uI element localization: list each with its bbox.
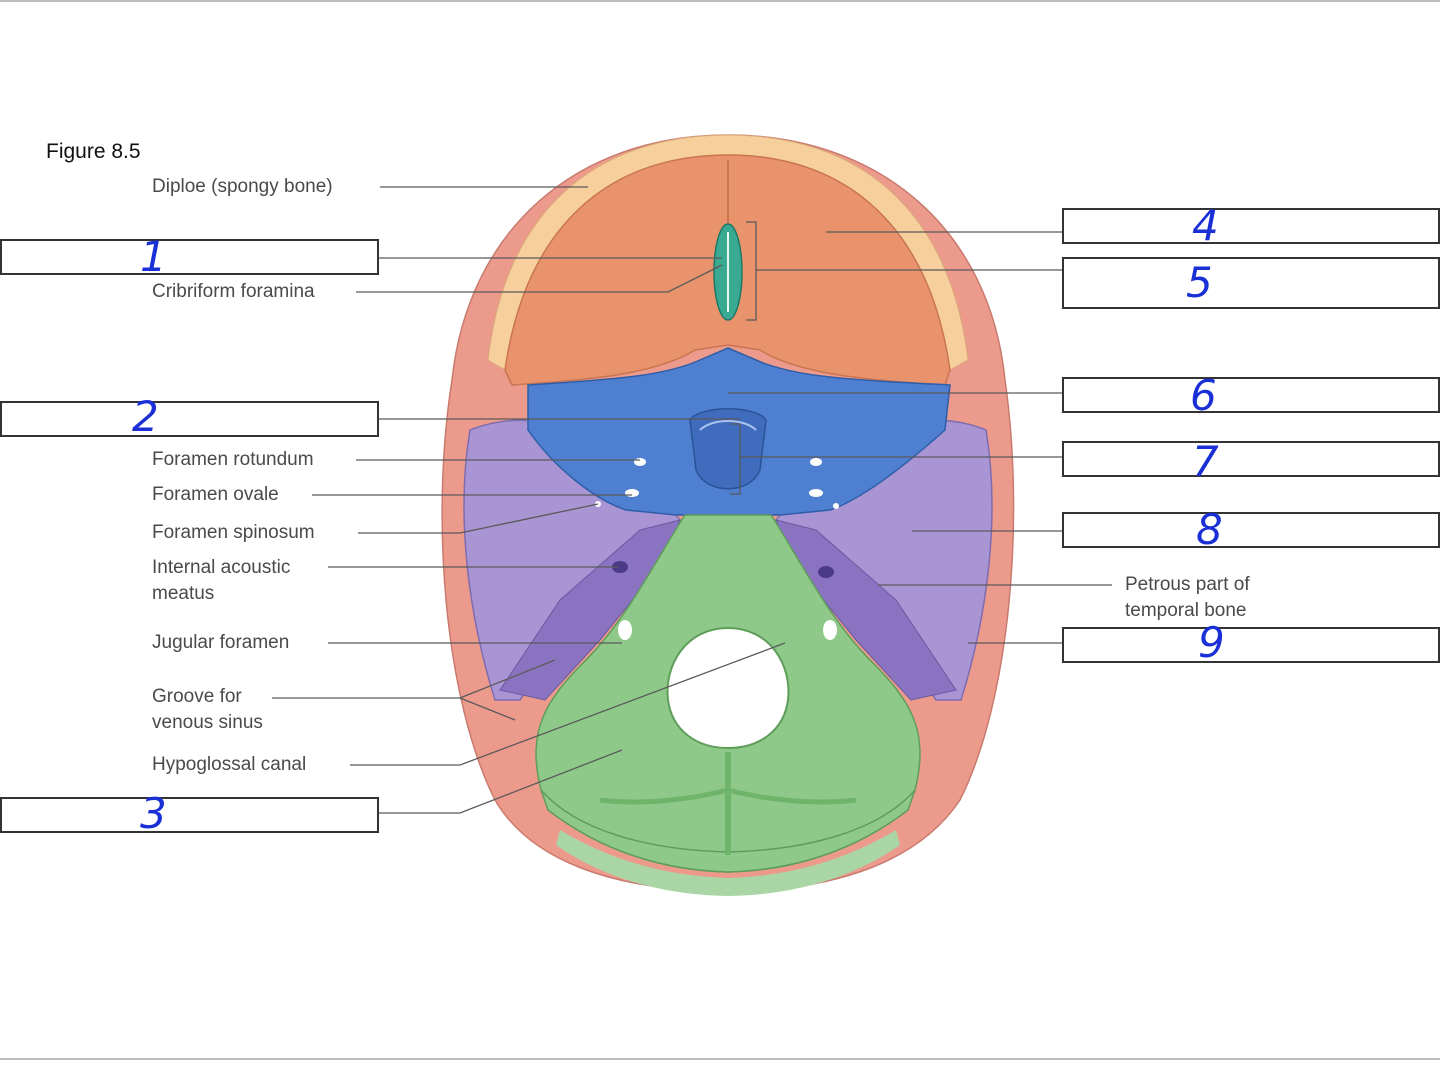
leader-box-3 — [378, 749, 623, 814]
label-petrous-line2: temporal bone — [1125, 600, 1247, 621]
sella-turcica — [689, 408, 767, 490]
answer-box-2[interactable] — [0, 401, 379, 437]
foramen-spinosum-right-mark — [833, 503, 839, 509]
label-foramen-ovale: Foramen ovale — [152, 484, 279, 505]
leader-lines-left — [272, 186, 786, 814]
internal-acoustic-left-mark — [612, 561, 628, 573]
sella-rim — [699, 420, 757, 431]
label-foramen-spinosum: Foramen spinosum — [152, 522, 315, 543]
jugular-foramen-left-mark — [618, 620, 632, 640]
answer-box-9[interactable] — [1062, 627, 1440, 663]
answer-1-text: 1 — [140, 232, 167, 281]
answer-4-text: 4 — [1192, 201, 1219, 250]
occipital-outer-band — [540, 789, 916, 873]
jugular-foramen-right-mark — [823, 620, 837, 640]
answer-box-8[interactable] — [1062, 512, 1440, 548]
label-groove-line1: Groove for — [152, 686, 242, 707]
occipital-crest-left — [599, 787, 729, 805]
answer-6-text: 6 — [1190, 371, 1217, 420]
answer-3-text: 3 — [140, 789, 167, 838]
foramen-ovale-left-mark — [625, 489, 639, 497]
answer-8-text: 8 — [1196, 505, 1223, 554]
label-diploe: Diploe (spongy bone) — [152, 176, 333, 197]
answer-box-1[interactable] — [0, 239, 379, 275]
occipital-diploe-texture — [556, 830, 900, 896]
foramen-rotundum-right-mark — [810, 458, 822, 466]
label-groove-line2: venous sinus — [152, 712, 263, 733]
top-border — [0, 0, 1440, 2]
label-hypoglossal-canal: Hypoglossal canal — [152, 754, 307, 775]
leader-cribriform — [356, 264, 723, 293]
label-jugular-foramen: Jugular foramen — [152, 632, 290, 653]
answer-box-7[interactable] — [1062, 441, 1440, 477]
label-foramen-rotundum: Foramen rotundum — [152, 449, 314, 470]
foramen-magnum — [666, 626, 790, 750]
answer-7-text: 7 — [1192, 437, 1219, 486]
foramen-ovale-right-mark — [809, 489, 823, 497]
internal-acoustic-right-mark — [818, 566, 834, 578]
label-petrous-line1: Petrous part of — [1125, 574, 1250, 595]
figure-title: Figure 8.5 — [46, 140, 141, 163]
leader-lines-right — [728, 231, 1112, 644]
answer-5-text: 5 — [1186, 258, 1213, 307]
foramen-rotundum-left-mark — [634, 458, 646, 466]
answer-2-text: 2 — [132, 392, 159, 441]
bottom-border — [0, 1058, 1440, 1060]
answer-9-text: 9 — [1198, 618, 1225, 667]
label-cribriform-foramina: Cribriform foramina — [152, 281, 315, 302]
label-internal-acoustic-line1: Internal acoustic — [152, 557, 291, 578]
sella-bracket — [730, 423, 741, 495]
answer-box-4[interactable] — [1062, 208, 1440, 244]
answer-box-3[interactable] — [0, 797, 379, 833]
label-internal-acoustic-line2: meatus — [152, 583, 215, 604]
answer-box-5[interactable] — [1062, 257, 1440, 309]
ethmoid-bracket — [746, 221, 757, 321]
leader-hypoglossal — [350, 642, 786, 766]
leader-spinosum — [358, 503, 599, 534]
answer-box-6[interactable] — [1062, 377, 1440, 413]
leader-groove-b — [459, 697, 516, 721]
occipital-crest-right — [727, 787, 857, 805]
